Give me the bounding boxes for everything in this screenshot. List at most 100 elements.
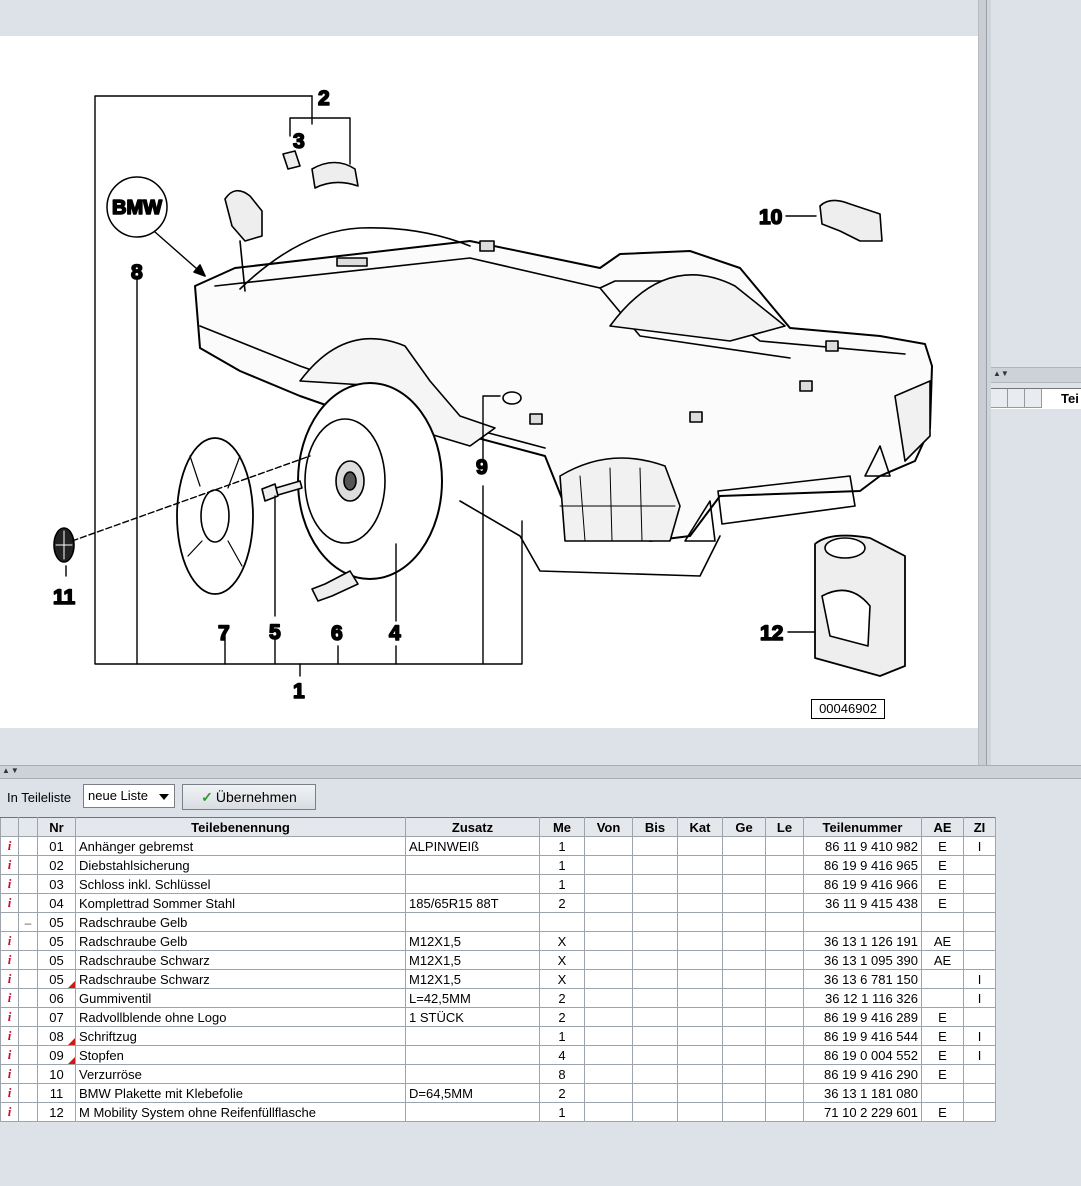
apply-button[interactable]: ✓Übernehmen xyxy=(182,784,316,810)
column-header-extra[interactable]: Zusatz xyxy=(405,817,540,837)
row-ae xyxy=(921,988,964,1008)
row-extra xyxy=(405,1026,540,1046)
row-tree-cell[interactable] xyxy=(18,1045,38,1065)
row-info-cell[interactable]: i xyxy=(0,1026,19,1046)
row-tree-cell[interactable] xyxy=(18,836,38,856)
row-ae: E xyxy=(921,1102,964,1122)
row-info-cell[interactable]: i xyxy=(0,988,19,1008)
info-icon[interactable]: i xyxy=(7,1028,12,1043)
row-tree-cell[interactable] xyxy=(18,931,38,951)
row-info-cell[interactable]: i xyxy=(0,836,19,856)
info-icon[interactable]: i xyxy=(7,1085,12,1100)
row-ae-text: E xyxy=(938,1047,947,1063)
row-qty-text: 1 xyxy=(558,1104,566,1120)
row-info-cell[interactable]: i xyxy=(0,1102,19,1122)
column-header-partno[interactable]: Teilenummer xyxy=(803,817,922,837)
info-icon[interactable]: i xyxy=(7,933,12,948)
row-tree-cell[interactable] xyxy=(18,1064,38,1084)
row-partno-text: 86 19 0 004 552 xyxy=(824,1047,918,1063)
anti-theft-lock xyxy=(311,161,359,189)
row-info-cell[interactable]: i xyxy=(0,931,19,951)
vertical-splitter[interactable] xyxy=(978,0,987,765)
parts-diagram[interactable]: 2 3 BMW 8 10 9 11 7 5 6 4 12 1 00046902 xyxy=(0,36,978,728)
info-icon[interactable]: i xyxy=(7,1104,12,1119)
row-tree-cell[interactable] xyxy=(18,1083,38,1103)
row-ge xyxy=(722,969,766,989)
column-header-ge[interactable]: Ge xyxy=(722,817,766,837)
list-select[interactable]: neue Liste xyxy=(83,784,175,808)
column-header-zi[interactable]: ZI xyxy=(963,817,996,837)
column-header-tree[interactable] xyxy=(18,817,38,837)
info-icon[interactable]: i xyxy=(7,971,12,986)
row-tree-cell[interactable] xyxy=(18,950,38,970)
column-header-ae[interactable]: AE xyxy=(921,817,964,837)
row-qty: X xyxy=(539,931,585,951)
row-ae: E xyxy=(921,1026,964,1046)
side-horizontal-splitter[interactable]: ▲▼ xyxy=(991,367,1081,383)
info-icon[interactable]: i xyxy=(7,990,12,1005)
row-tree-cell[interactable] xyxy=(18,969,38,989)
side-header-cell[interactable] xyxy=(1008,389,1025,408)
toolbar: In Teileliste xyxy=(0,778,1081,816)
row-tree-cell[interactable] xyxy=(18,1026,38,1046)
column-header-from[interactable]: Von xyxy=(584,817,633,837)
info-icon[interactable]: i xyxy=(7,1047,12,1062)
row-info-cell[interactable]: i xyxy=(0,874,19,894)
info-icon[interactable]: i xyxy=(7,1009,12,1024)
info-icon[interactable]: i xyxy=(7,1066,12,1081)
column-header-to[interactable]: Bis xyxy=(632,817,678,837)
collapse-icon[interactable]: – xyxy=(24,915,32,930)
splitter-arrows-icon[interactable]: ▲▼ xyxy=(2,766,20,775)
column-header-nr[interactable]: Nr xyxy=(37,817,76,837)
row-tree-cell[interactable] xyxy=(18,1007,38,1027)
horizontal-splitter[interactable]: ▲▼ xyxy=(0,765,1081,779)
side-header-cell[interactable] xyxy=(1025,389,1042,408)
row-info-cell[interactable]: i xyxy=(0,950,19,970)
side-header-cell[interactable] xyxy=(991,389,1008,408)
row-tree-cell[interactable] xyxy=(18,874,38,894)
row-tree-cell[interactable] xyxy=(18,1102,38,1122)
row-info-cell[interactable]: i xyxy=(0,1083,19,1103)
row-info-cell[interactable]: i xyxy=(0,1045,19,1065)
column-header-name[interactable]: Teilebenennung xyxy=(75,817,406,837)
row-info-cell[interactable]: i xyxy=(0,1007,19,1027)
info-icon[interactable]: i xyxy=(7,952,12,967)
info-icon[interactable]: i xyxy=(7,838,12,853)
row-tree-cell[interactable]: – xyxy=(18,912,38,932)
column-header-qty[interactable]: Me xyxy=(539,817,585,837)
row-info-cell[interactable]: i xyxy=(0,1064,19,1084)
row-info-cell[interactable]: i xyxy=(0,969,19,989)
side-table-header: Tei xyxy=(991,388,1081,409)
row-info-cell[interactable] xyxy=(0,912,19,932)
row-tree-cell[interactable] xyxy=(18,855,38,875)
row-info-cell[interactable]: i xyxy=(0,855,19,875)
side-header-label[interactable]: Tei xyxy=(1061,391,1079,406)
row-tree-cell[interactable] xyxy=(18,893,38,913)
info-icon[interactable]: i xyxy=(7,857,12,872)
column-header-kat[interactable]: Kat xyxy=(677,817,723,837)
row-ge xyxy=(722,931,766,951)
info-icon[interactable]: i xyxy=(7,876,12,891)
column-header-le[interactable]: Le xyxy=(765,817,804,837)
column-header-icon[interactable] xyxy=(0,817,19,837)
row-tree-cell[interactable] xyxy=(18,988,38,1008)
info-icon[interactable]: i xyxy=(7,895,12,910)
splitter-arrows-icon[interactable]: ▲▼ xyxy=(993,369,1009,378)
row-info-cell[interactable]: i xyxy=(0,893,19,913)
bmw-callout-circle xyxy=(106,176,168,238)
